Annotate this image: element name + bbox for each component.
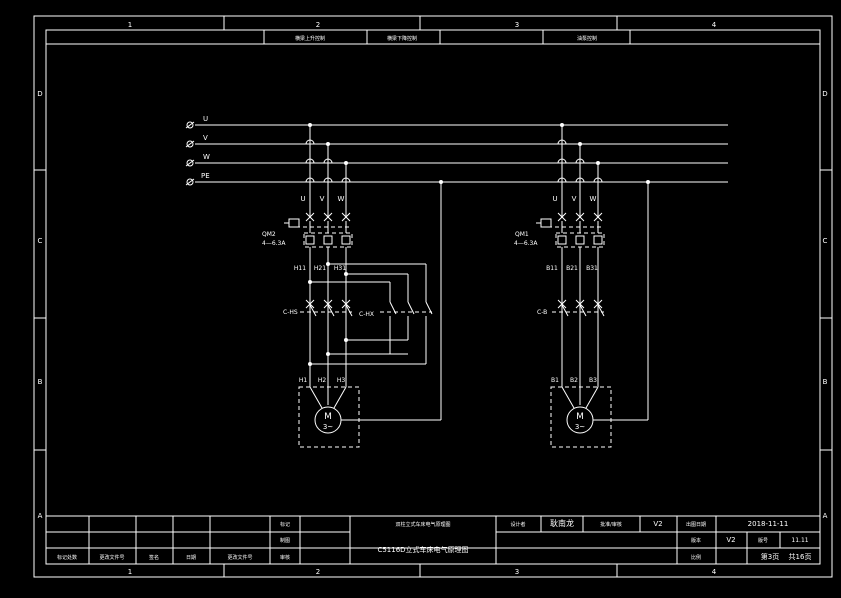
issue-date: 2018-11-11	[748, 520, 789, 528]
wire-label: H21	[314, 265, 326, 272]
title-block-label: 制图	[280, 537, 290, 544]
circuit-beam-motor: U V W QM2 4—6.3A H11 H21 H31	[262, 123, 443, 448]
breaker-name: QM1	[515, 231, 529, 238]
bus-terminal-icon	[185, 178, 195, 186]
bus-terminal-icon	[185, 159, 195, 167]
col-number-bottom: 4	[712, 568, 717, 576]
col-number-top: 1	[128, 21, 132, 29]
terminal-label: B1	[551, 377, 559, 384]
contactor-name: C-HS	[283, 309, 298, 316]
designer-name: 耿南龙	[550, 518, 574, 528]
title-block-label: 标记处数	[57, 554, 77, 561]
phase-label: W	[590, 195, 597, 203]
row-zones: D C B A D C B A	[34, 90, 832, 520]
row-letter-right: A	[823, 512, 828, 520]
title-block-label: 设计者	[510, 521, 525, 528]
terminal-label: H3	[337, 377, 346, 384]
page-total: 共16页	[789, 552, 812, 561]
title-block-label: 更改文件号	[227, 554, 252, 561]
terminal-label: B2	[570, 377, 578, 384]
motor-phase: 3~	[323, 423, 333, 431]
contactor-icon	[552, 299, 605, 317]
phase-label: U	[300, 195, 305, 203]
terminal-label: B3	[589, 377, 597, 384]
drawing-title: C5116D立式车床电气原理图	[377, 545, 468, 554]
bus-label: U	[203, 115, 208, 123]
bus-label: PE	[201, 172, 210, 180]
page-number: 第3页	[761, 552, 779, 561]
contactor-icon	[300, 299, 353, 317]
row-letter-left: C	[38, 237, 43, 245]
title-block-label: 比例	[691, 554, 701, 561]
contactor-name: C-B	[537, 309, 547, 316]
outer-frame	[33, 15, 833, 578]
contactor-name: C-HX	[359, 311, 374, 318]
bus-label: W	[203, 153, 210, 161]
contactor-icon	[380, 301, 433, 364]
phase-label: U	[552, 195, 557, 203]
bus-label: V	[203, 134, 208, 142]
terminal-label: H2	[318, 377, 327, 384]
row-letter-left: A	[38, 512, 43, 520]
title-block: 标记 双柱立式车床电气原理图 设计者 耿南龙 批准/审核 V2 出图日期 201…	[46, 515, 820, 564]
title-block-label: 日期	[186, 555, 196, 561]
title-block-label: 批准/审核	[600, 521, 622, 528]
col-number-bottom: 1	[128, 568, 132, 576]
row-letter-left: D	[37, 90, 42, 98]
col-number-bottom: 2	[316, 568, 320, 576]
bus-terminal-icon	[185, 121, 195, 129]
wire-label: H31	[334, 265, 346, 272]
breaker-name: QM2	[262, 231, 276, 238]
title-block-label: 出图日期	[686, 521, 706, 528]
header-strip: 横梁上升控制 横梁下降控制 油泵控制	[46, 30, 820, 45]
title-block-label: 版号	[758, 537, 768, 544]
terminal-label: H1	[299, 377, 308, 384]
motor-symbol: M	[324, 412, 332, 422]
wire-label: H11	[294, 265, 306, 272]
phase-label: V	[320, 195, 325, 203]
phase-label: W	[338, 195, 345, 203]
motor-symbol: M	[576, 412, 584, 422]
motor-phase: 3~	[575, 423, 585, 431]
header-cell-label: 油泵控制	[577, 35, 597, 42]
wire-label: B31	[586, 265, 598, 272]
wire-label: B11	[546, 265, 558, 272]
title-block-label: 版本	[691, 537, 701, 544]
col-number-top: 3	[515, 21, 519, 29]
breaker-rating: 4—6.3A	[514, 240, 538, 247]
breaker-rating: 4—6.3A	[262, 240, 286, 247]
circuit-pump-motor: U V W QM1 4—6.3A B11 B21 B31	[514, 123, 650, 448]
row-letter-right: B	[823, 378, 828, 386]
version-value: V2	[653, 520, 662, 528]
header-cell-label: 横梁下降控制	[387, 35, 417, 42]
power-bus: U V W PE	[185, 115, 728, 186]
row-letter-right: C	[823, 237, 828, 245]
inner-frame	[45, 29, 821, 565]
phase-label: V	[572, 195, 577, 203]
title-block-label: 标记	[280, 521, 290, 528]
row-letter-right: D	[822, 90, 827, 98]
header-cell-label: 横梁上升控制	[295, 35, 325, 42]
row-letter-left: B	[38, 378, 43, 386]
col-number-top: 2	[316, 21, 320, 29]
motor-icon	[298, 372, 360, 448]
wire-label: B21	[566, 265, 578, 272]
version-value: V2	[726, 536, 735, 544]
title-block-label: 签名	[149, 554, 159, 561]
column-zones: 1 2 3 4 1 2 3 4	[128, 16, 717, 577]
bus-terminal-icon	[185, 140, 195, 148]
col-number-top: 4	[712, 21, 717, 29]
title-block-label: 审核	[280, 554, 290, 561]
circuit-breaker-icon	[284, 212, 353, 248]
sheet-number: 11.11	[791, 537, 808, 544]
drawing-name: 双柱立式车床电气原理图	[395, 521, 450, 528]
col-number-bottom: 3	[515, 568, 519, 576]
motor-icon	[550, 372, 612, 448]
title-block-label: 更改文件号	[99, 554, 124, 561]
circuit-breaker-icon	[536, 212, 605, 248]
